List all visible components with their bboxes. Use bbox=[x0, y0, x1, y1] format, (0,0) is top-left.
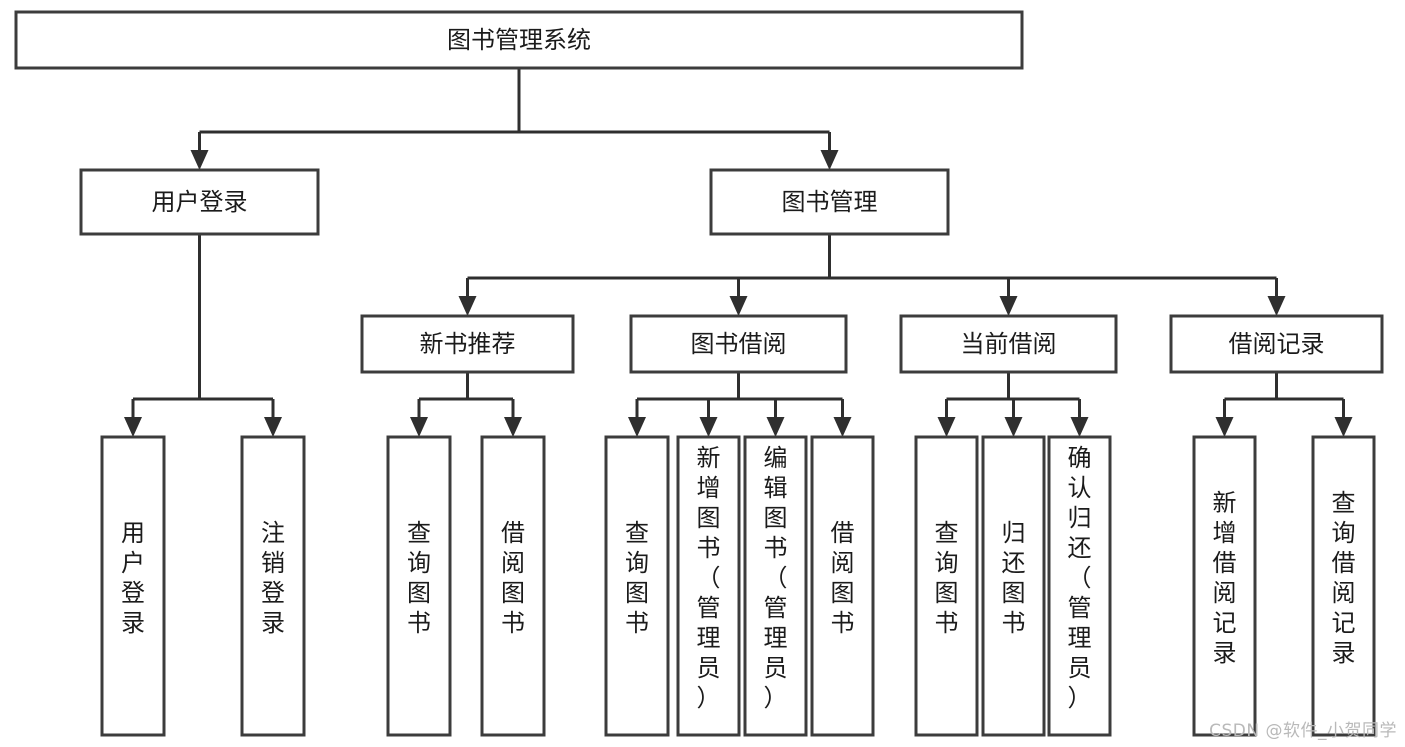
arrow-head-icon bbox=[124, 417, 142, 437]
arrow-head-icon bbox=[190, 150, 209, 170]
node-records[interactable]: 借阅记录 bbox=[1169, 314, 1384, 374]
node-login[interactable]: 用户登录 bbox=[79, 168, 320, 236]
node-leaf_bor_2[interactable]: 新增图书（管理员） bbox=[676, 435, 741, 737]
node-box[interactable] bbox=[899, 314, 1118, 374]
node-label: 查询图书 bbox=[625, 519, 649, 637]
arrow-head-icon bbox=[766, 417, 785, 437]
node-box[interactable] bbox=[14, 10, 1024, 70]
node-box[interactable] bbox=[914, 435, 979, 737]
node-label: 新增图书（管理员） bbox=[697, 444, 721, 712]
arrow-head-icon bbox=[833, 417, 852, 437]
node-box[interactable] bbox=[810, 435, 875, 737]
edge-group-current bbox=[937, 372, 1089, 437]
node-label: 借阅记录 bbox=[1229, 330, 1325, 358]
edge-group-root bbox=[190, 68, 839, 170]
node-box[interactable] bbox=[480, 435, 546, 737]
arrow-head-icon bbox=[1070, 417, 1089, 437]
node-leaf_login_2[interactable]: 注销登录 bbox=[240, 435, 306, 737]
node-box[interactable] bbox=[1169, 314, 1384, 374]
node-root[interactable]: 图书管理系统 bbox=[14, 10, 1024, 70]
node-label: 借阅图书 bbox=[831, 519, 855, 637]
arrow-head-icon bbox=[628, 417, 646, 437]
node-box[interactable] bbox=[981, 435, 1046, 737]
node-box[interactable] bbox=[386, 435, 452, 737]
node-label: 查询图书 bbox=[407, 519, 431, 637]
node-box[interactable] bbox=[100, 435, 166, 737]
arrow-head-icon bbox=[699, 417, 718, 437]
node-box[interactable] bbox=[240, 435, 306, 737]
node-bookmgmt[interactable]: 图书管理 bbox=[709, 168, 950, 236]
node-label: 查询图书 bbox=[935, 519, 959, 637]
node-label: 编辑图书（管理员） bbox=[764, 444, 788, 712]
node-leaf_bor_3[interactable]: 编辑图书（管理员） bbox=[743, 435, 808, 737]
node-label: 图书借阅 bbox=[691, 330, 787, 358]
node-label: 图书管理系统 bbox=[447, 26, 591, 54]
node-box[interactable] bbox=[1311, 435, 1376, 737]
node-label: 用户登录 bbox=[152, 188, 248, 216]
node-box[interactable] bbox=[676, 435, 741, 737]
node-box[interactable] bbox=[360, 314, 575, 374]
node-box[interactable] bbox=[1047, 435, 1112, 737]
node-box[interactable] bbox=[79, 168, 320, 236]
node-box[interactable] bbox=[1192, 435, 1257, 737]
node-leaf_cur_1[interactable]: 查询图书 bbox=[914, 435, 979, 737]
arrow-head-icon bbox=[729, 296, 748, 316]
node-box[interactable] bbox=[604, 435, 670, 737]
arrow-head-icon bbox=[1334, 417, 1353, 437]
node-label: 当前借阅 bbox=[961, 330, 1057, 358]
node-leaf_new_1[interactable]: 查询图书 bbox=[386, 435, 452, 737]
node-label: 新书推荐 bbox=[420, 330, 516, 358]
node-label: 用户登录 bbox=[121, 519, 145, 637]
arrow-head-icon bbox=[410, 417, 428, 437]
watermark-text: CSDN @软件_小贺同学 bbox=[1209, 721, 1397, 741]
node-leaf_new_2[interactable]: 借阅图书 bbox=[480, 435, 546, 737]
edge-layer bbox=[124, 68, 1353, 437]
node-leaf_login_1[interactable]: 用户登录 bbox=[100, 435, 166, 737]
node-label: 确认归还（管理员） bbox=[1068, 444, 1092, 712]
edge-group-newrec bbox=[410, 372, 522, 437]
node-box[interactable] bbox=[629, 314, 848, 374]
arrow-head-icon bbox=[504, 417, 522, 437]
edge-group-records bbox=[1215, 372, 1353, 437]
node-label: 图书管理 bbox=[782, 188, 878, 216]
arrow-head-icon bbox=[458, 296, 477, 316]
node-leaf_bor_4[interactable]: 借阅图书 bbox=[810, 435, 875, 737]
node-label: 归还图书 bbox=[1002, 519, 1026, 637]
arrow-head-icon bbox=[264, 417, 282, 437]
node-leaf_cur_3[interactable]: 确认归还（管理员） bbox=[1047, 435, 1112, 737]
edge-group-login bbox=[124, 234, 282, 437]
node-label: 新增借阅记录 bbox=[1213, 489, 1237, 667]
node-label: 借阅图书 bbox=[501, 519, 525, 637]
node-leaf_cur_2[interactable]: 归还图书 bbox=[981, 435, 1046, 737]
node-box[interactable] bbox=[743, 435, 808, 737]
node-leaf_bor_1[interactable]: 查询图书 bbox=[604, 435, 670, 737]
arrow-head-icon bbox=[999, 296, 1018, 316]
arrow-head-icon bbox=[820, 150, 839, 170]
node-box[interactable] bbox=[709, 168, 950, 236]
arrow-head-icon bbox=[937, 417, 956, 437]
node-layer: 图书管理系统用户登录图书管理新书推荐图书借阅当前借阅借阅记录用户登录注销登录查询… bbox=[14, 10, 1384, 737]
edge-group-bookmgmt bbox=[458, 234, 1286, 316]
node-newrec[interactable]: 新书推荐 bbox=[360, 314, 575, 374]
arrow-head-icon bbox=[1004, 417, 1023, 437]
edge-group-borrow bbox=[628, 372, 852, 437]
node-label: 注销登录 bbox=[261, 519, 285, 637]
node-label: 查询借阅记录 bbox=[1332, 489, 1356, 667]
arrow-head-icon bbox=[1215, 417, 1234, 437]
node-borrow[interactable]: 图书借阅 bbox=[629, 314, 848, 374]
node-leaf_rec_1[interactable]: 新增借阅记录 bbox=[1192, 435, 1257, 737]
node-current[interactable]: 当前借阅 bbox=[899, 314, 1118, 374]
arrow-head-icon bbox=[1267, 296, 1286, 316]
node-leaf_rec_2[interactable]: 查询借阅记录 bbox=[1311, 435, 1376, 737]
